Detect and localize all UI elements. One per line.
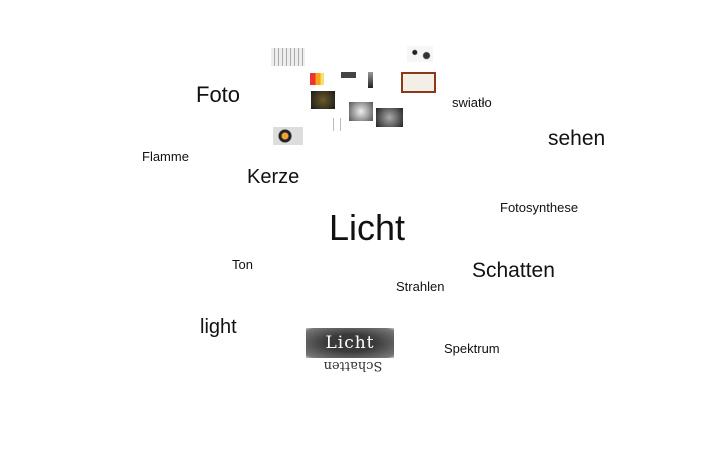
framed-picture-thumbnail[interactable] bbox=[401, 72, 436, 93]
word-spektrum[interactable]: Spektrum bbox=[444, 341, 500, 356]
circles-thumbnail[interactable] bbox=[273, 127, 303, 145]
word-flamme[interactable]: Flamme bbox=[142, 149, 189, 164]
chalk-licht-text: Licht bbox=[306, 328, 394, 358]
word-ton[interactable]: Ton bbox=[232, 257, 253, 272]
color-strip-thumbnail[interactable] bbox=[310, 73, 324, 85]
lamp-thumbnail[interactable] bbox=[368, 72, 373, 88]
dark-photo-thumbnail[interactable] bbox=[311, 91, 335, 109]
word-light[interactable]: light bbox=[200, 316, 237, 338]
word-licht[interactable]: Licht bbox=[329, 207, 406, 248]
diagram-thumbnail[interactable] bbox=[407, 46, 433, 62]
word-sehen[interactable]: sehen bbox=[548, 127, 606, 150]
word-schatten[interactable]: Schatten bbox=[472, 259, 555, 282]
candle-thumbnail[interactable] bbox=[333, 118, 341, 131]
sketch-thumbnail[interactable] bbox=[271, 48, 305, 66]
mirrored-schatten-text: Schatten bbox=[323, 358, 383, 373]
word-fotosynthese[interactable]: Fotosynthese bbox=[500, 200, 579, 215]
light-spot-thumbnail[interactable] bbox=[349, 102, 373, 121]
trees-photo-thumbnail[interactable] bbox=[376, 108, 403, 127]
word-foto[interactable]: Foto bbox=[196, 82, 241, 107]
word-strahlen[interactable]: Strahlen bbox=[396, 279, 445, 294]
object-thumbnail[interactable] bbox=[341, 72, 356, 78]
word-swiatlo[interactable]: swiatło bbox=[452, 95, 492, 110]
word-kerze[interactable]: Kerze bbox=[247, 166, 300, 188]
